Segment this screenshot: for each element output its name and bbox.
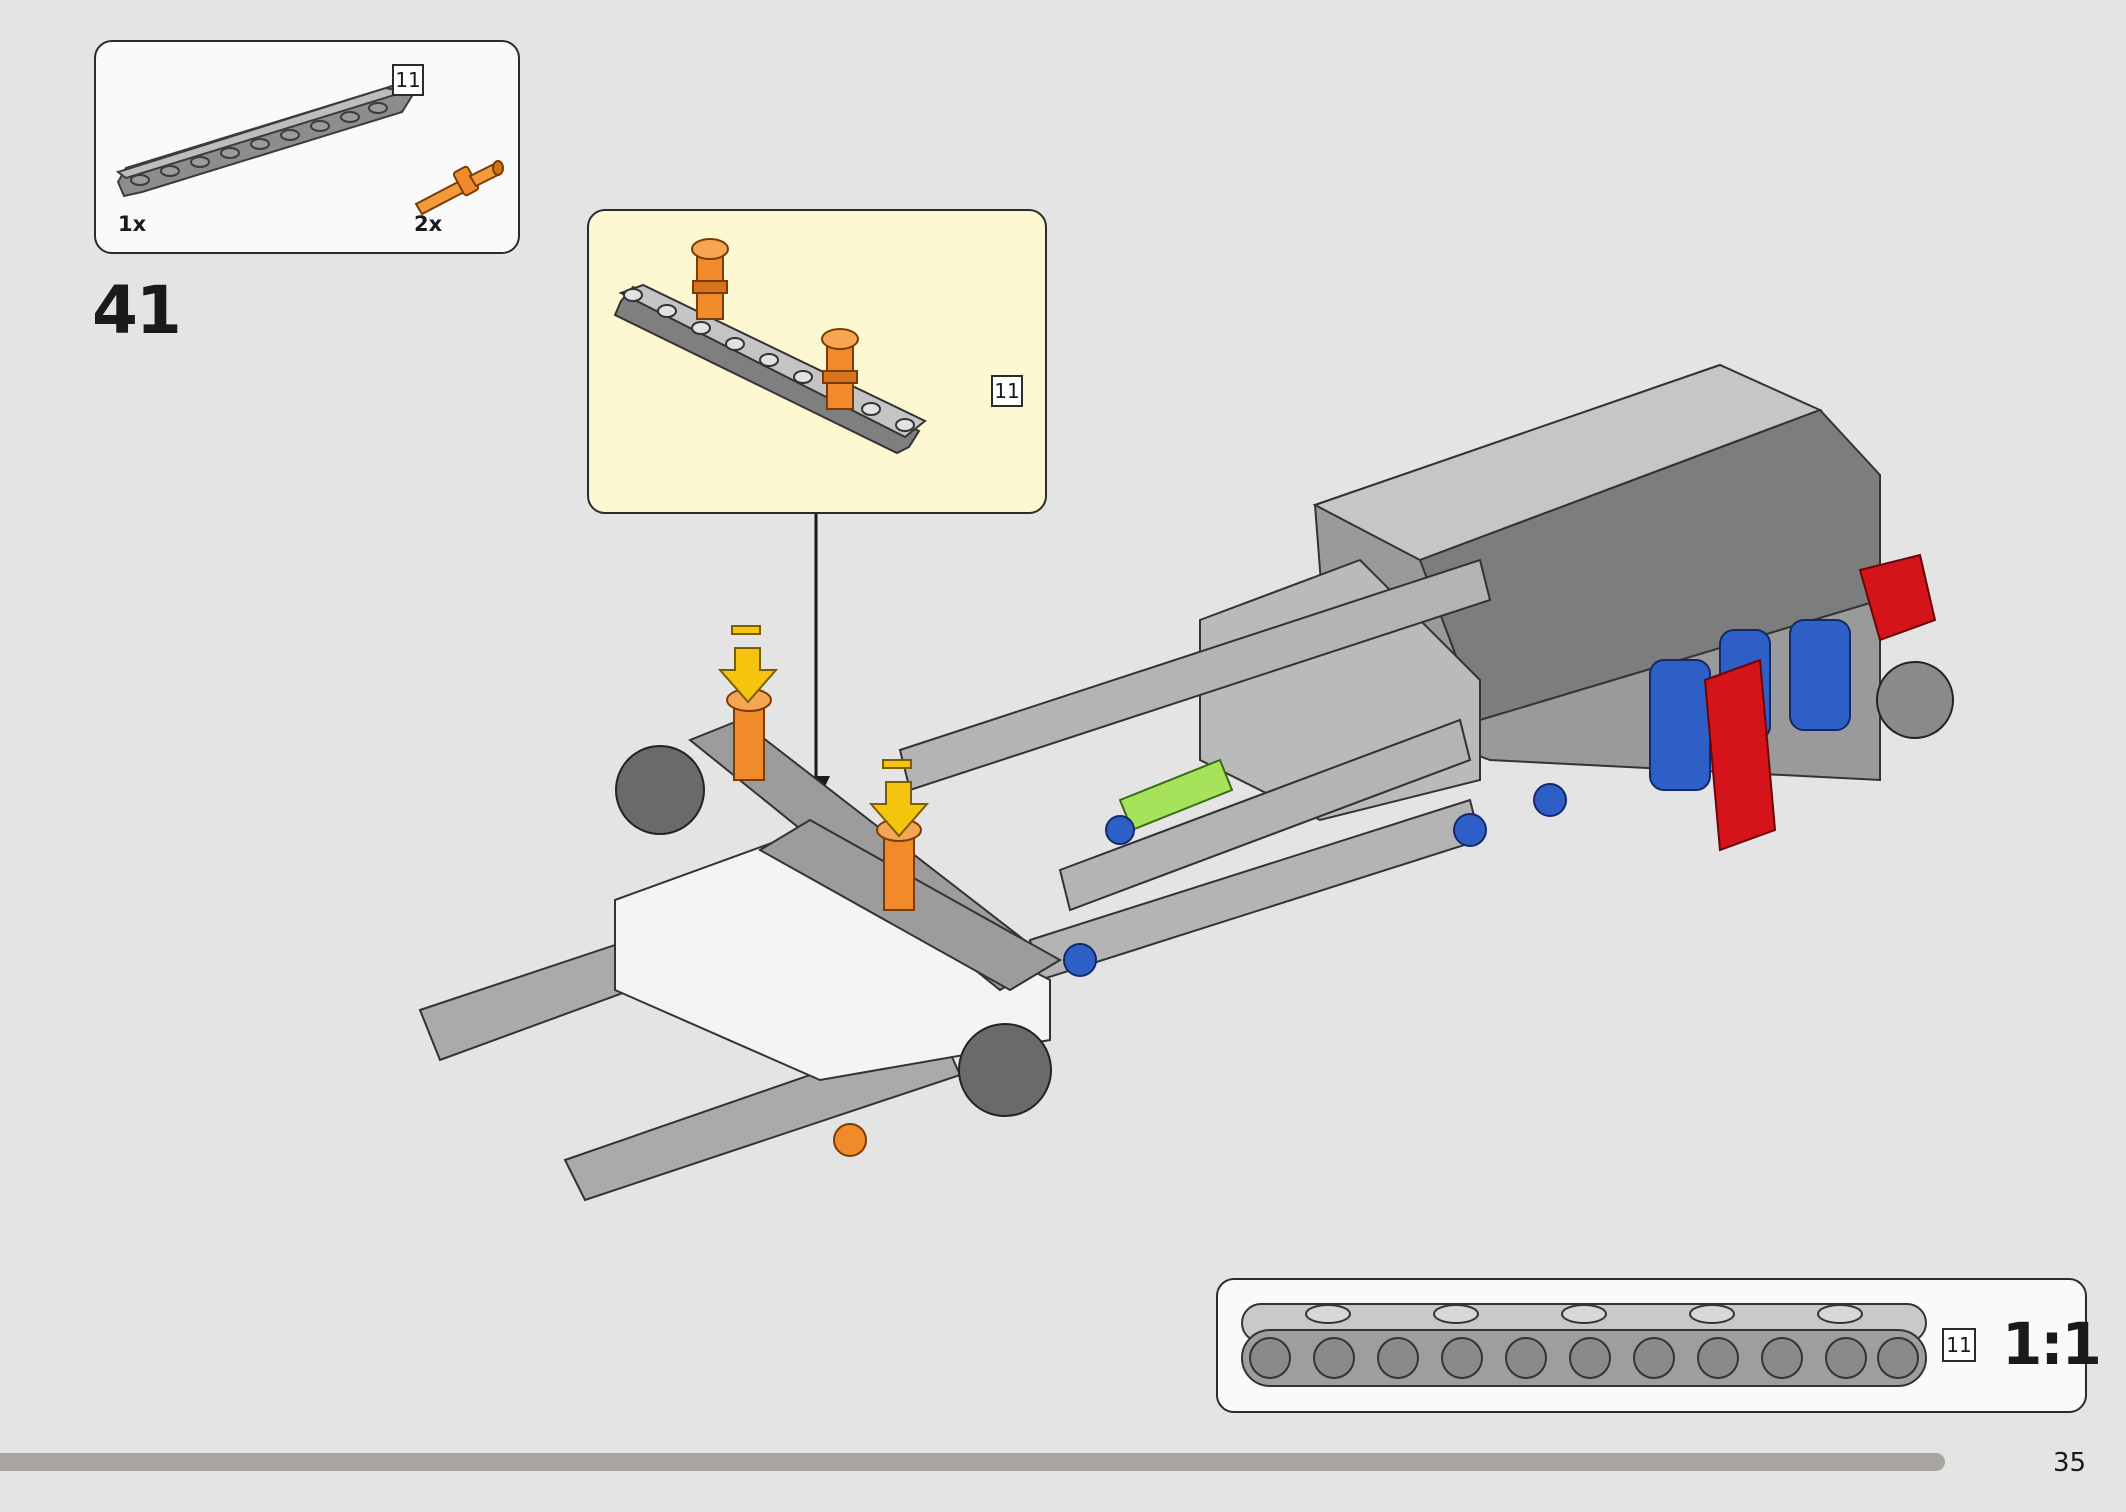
scale-callout: 11 1:1 xyxy=(1216,1278,2102,1413)
scale-length-badge: 11 xyxy=(1942,1328,1976,1362)
scale-label: 1:1 xyxy=(2002,1310,2102,1378)
progress-fill xyxy=(0,1453,1945,1471)
parts-callout: 11 1x 2x xyxy=(94,40,520,254)
main-model-illustration xyxy=(418,363,1954,1202)
subassembly-callout: 11 xyxy=(587,209,1047,514)
orange-pin-icon xyxy=(414,160,504,216)
subassembly-beam-with-pins xyxy=(613,238,927,455)
progress-track xyxy=(0,1453,2026,1471)
scale-beam-11-icon xyxy=(1241,1303,1927,1387)
parts-pin-qty: 2x xyxy=(414,212,443,236)
parts-beam-length-badge: 11 xyxy=(392,64,424,96)
beam-11-icon xyxy=(115,80,414,198)
parts-beam-qty: 1x xyxy=(118,212,147,236)
subassembly-length-badge: 11 xyxy=(991,375,1023,407)
page-number: 35 xyxy=(2053,1448,2087,1478)
step-number: 41 xyxy=(92,272,182,349)
